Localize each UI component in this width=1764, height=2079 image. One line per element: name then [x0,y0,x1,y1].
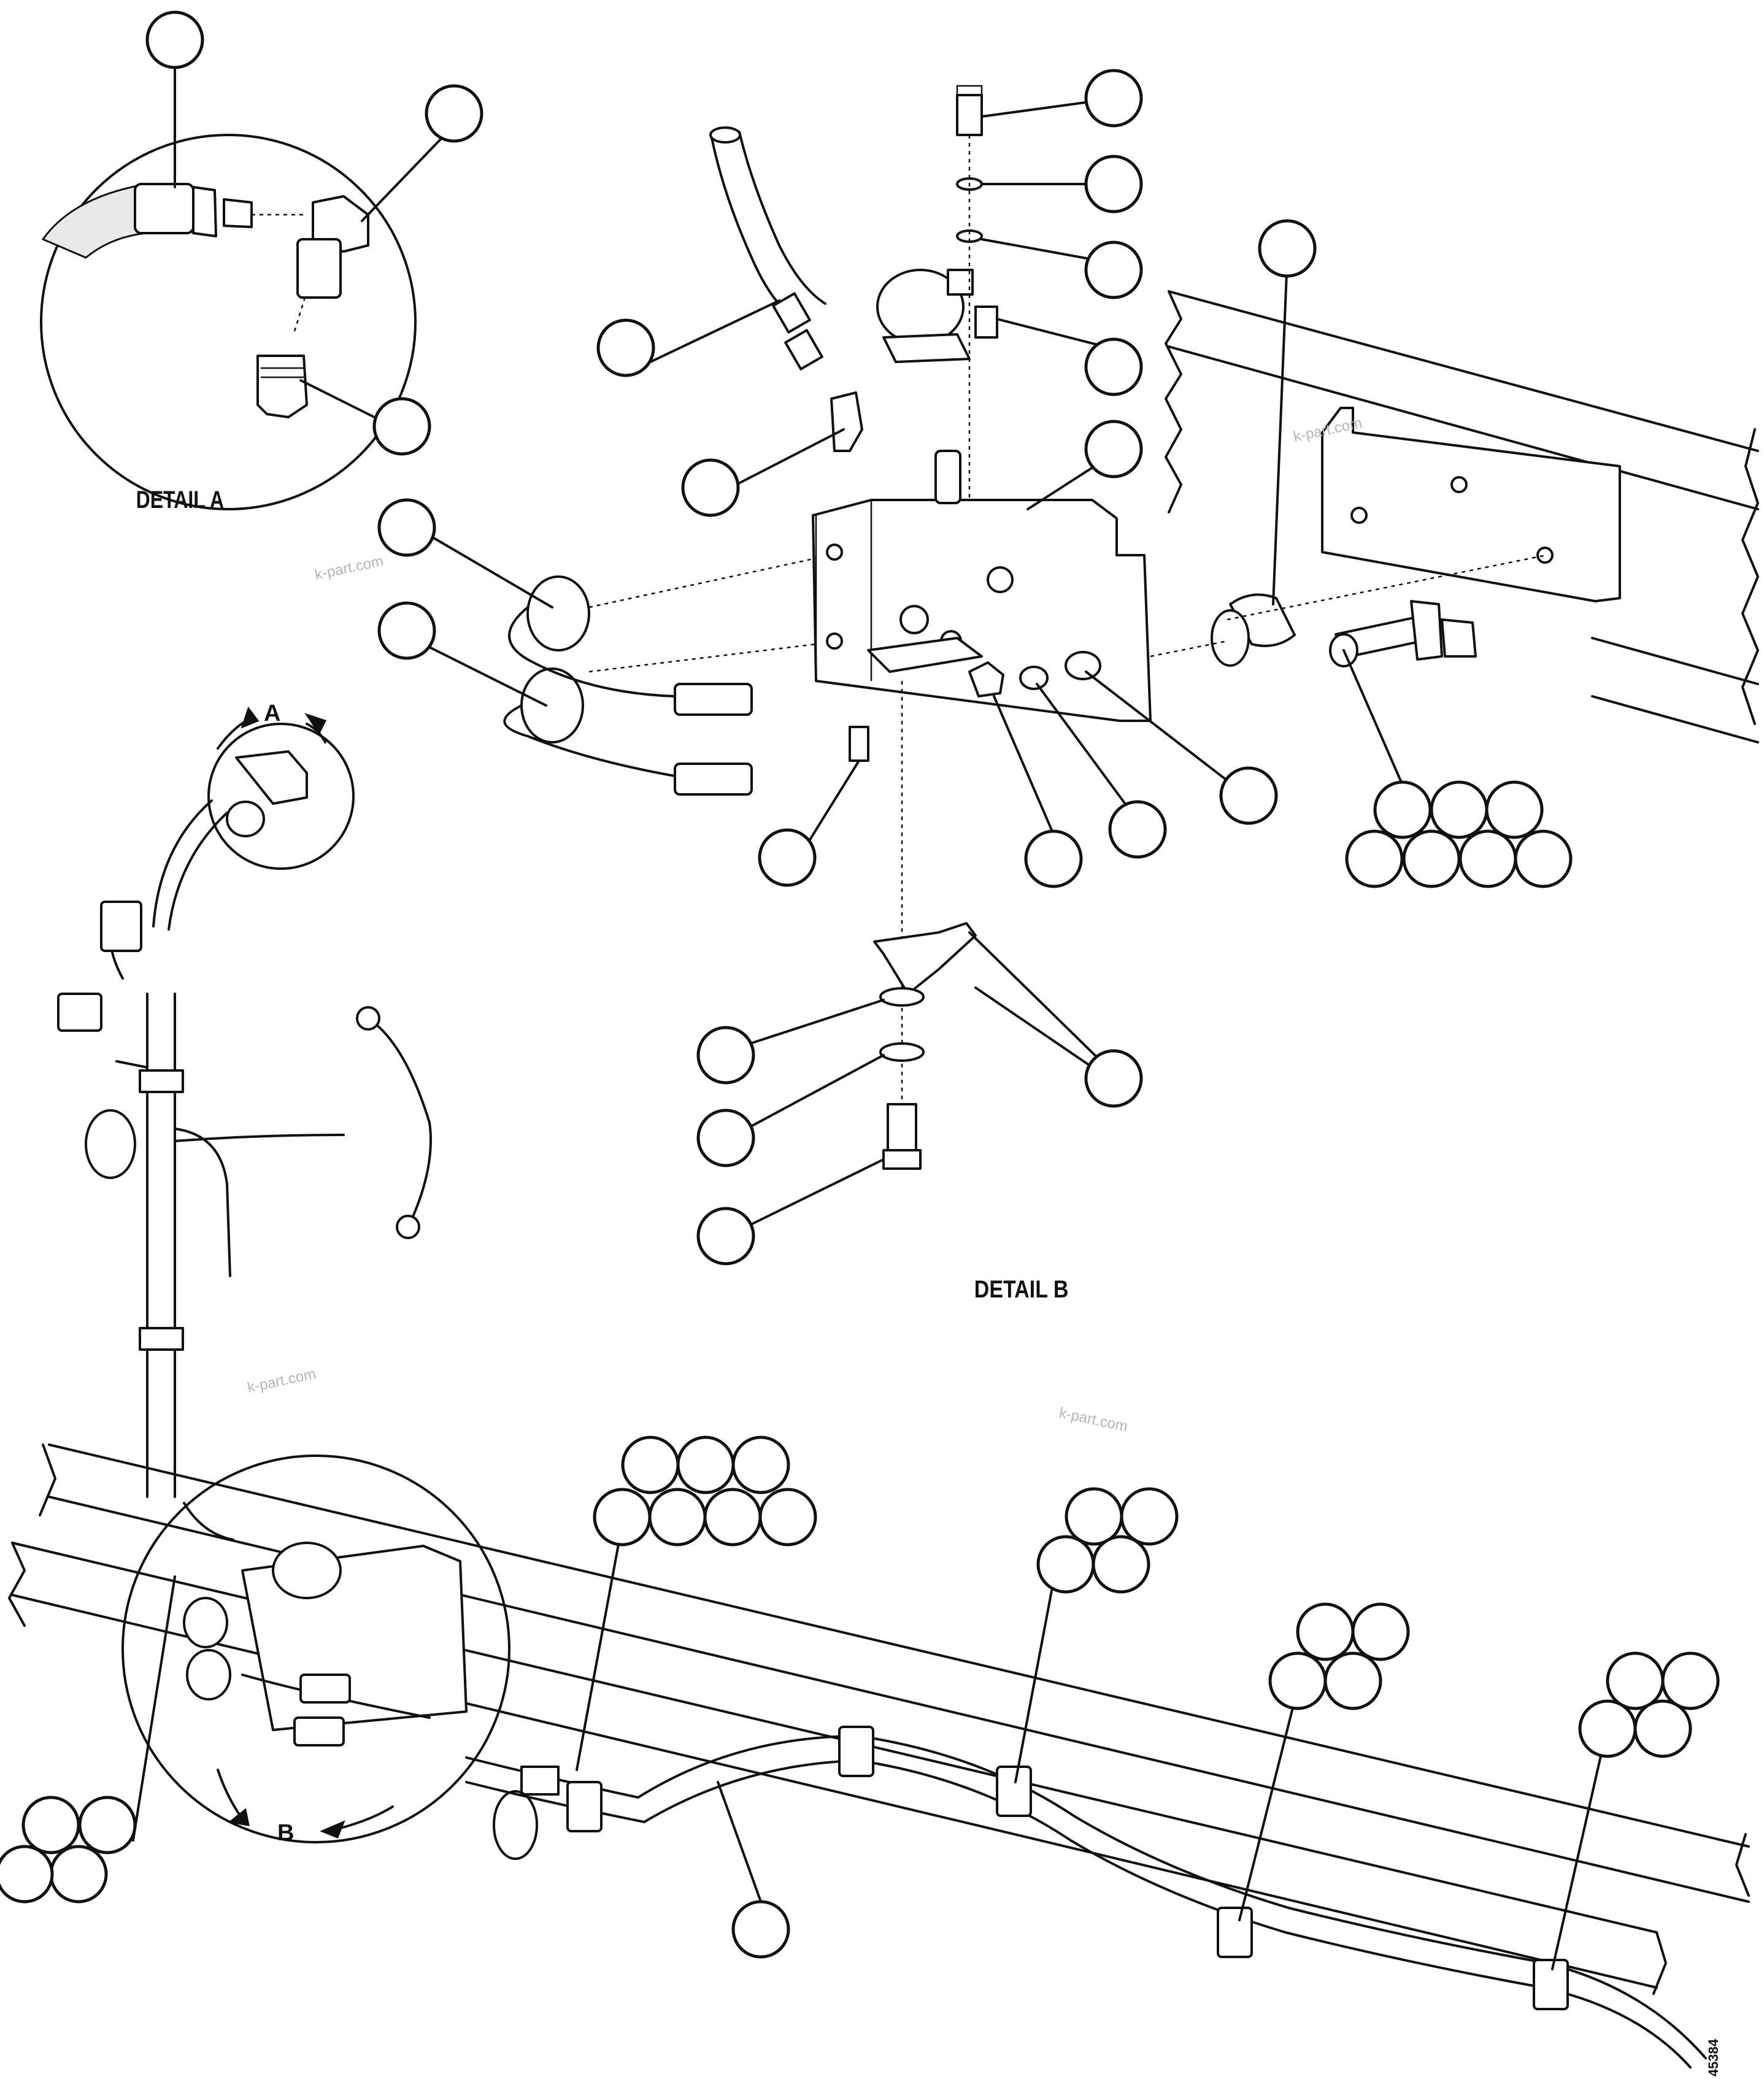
callout-bubble [1084,240,1143,299]
harness-clamp-2 [566,1781,603,1832]
callout-bubble [1084,1049,1143,1108]
harness-clamp-6 [1533,1959,1569,2010]
callout-bubble [596,318,655,377]
callout-bubble [758,828,817,887]
harness-clamp-1 [493,1766,560,1860]
callout-bubble [731,1900,790,1959]
callout-bubble [1219,766,1278,825]
callout-bubble [696,1207,755,1266]
detail-a-view [40,134,417,510]
watermark: k-part.com [246,1366,317,1396]
callout-bubble [377,601,436,660]
callout-bubble [1024,829,1083,888]
main-harness [465,1726,1707,2069]
view-arrows [217,706,394,1839]
harness-clamp-3 [838,1726,874,1777]
rubber-isolator [1211,593,1296,667]
harness-clamp-4 [996,1766,1032,1817]
callout-bubble [145,10,204,69]
callout-bubble [377,498,436,557]
view-b-label: B [277,1820,294,1846]
callout-bubble [1084,337,1143,396]
watermark: k-part.com [1058,1404,1129,1435]
callout-bubble [681,458,740,517]
callout-bubble [696,1109,755,1167]
callout-bubble [1084,155,1143,213]
frame-rail-upper [1165,290,1759,744]
callout-bubble [372,397,431,456]
detail-a-label: DETAIL A [136,486,224,513]
harness-clamp-5 [1217,1907,1253,1958]
view-a-label: A [264,701,280,726]
callout-bubble [1258,219,1317,278]
sensor-bracket [1329,600,1477,667]
callout-bubble [1084,69,1143,128]
callout-bubbles [0,10,1720,1959]
drawing-number: 45384 [1706,2039,1721,2077]
detail-b-label: DETAIL B [974,1275,1069,1302]
callout-bubble-cluster [1345,780,1573,888]
callout-bubble-cluster [1268,1602,1410,1710]
callout-bubble [1084,420,1143,478]
leader-lines [132,65,1610,1970]
detail-b-view [503,85,1547,1170]
callout-bubble-cluster [593,1435,817,1547]
detail-b-callout [121,1455,510,1843]
callout-bubble [696,1026,755,1085]
callout-bubble-cluster [1036,1487,1179,1594]
callout-bubble [1108,800,1167,859]
callout-bubble-cluster [0,1796,137,1904]
callout-bubble [425,84,483,143]
callout-bubble-cluster [1578,1651,1720,1758]
watermark: k-part.com [314,553,385,583]
left-harness [57,723,432,1498]
